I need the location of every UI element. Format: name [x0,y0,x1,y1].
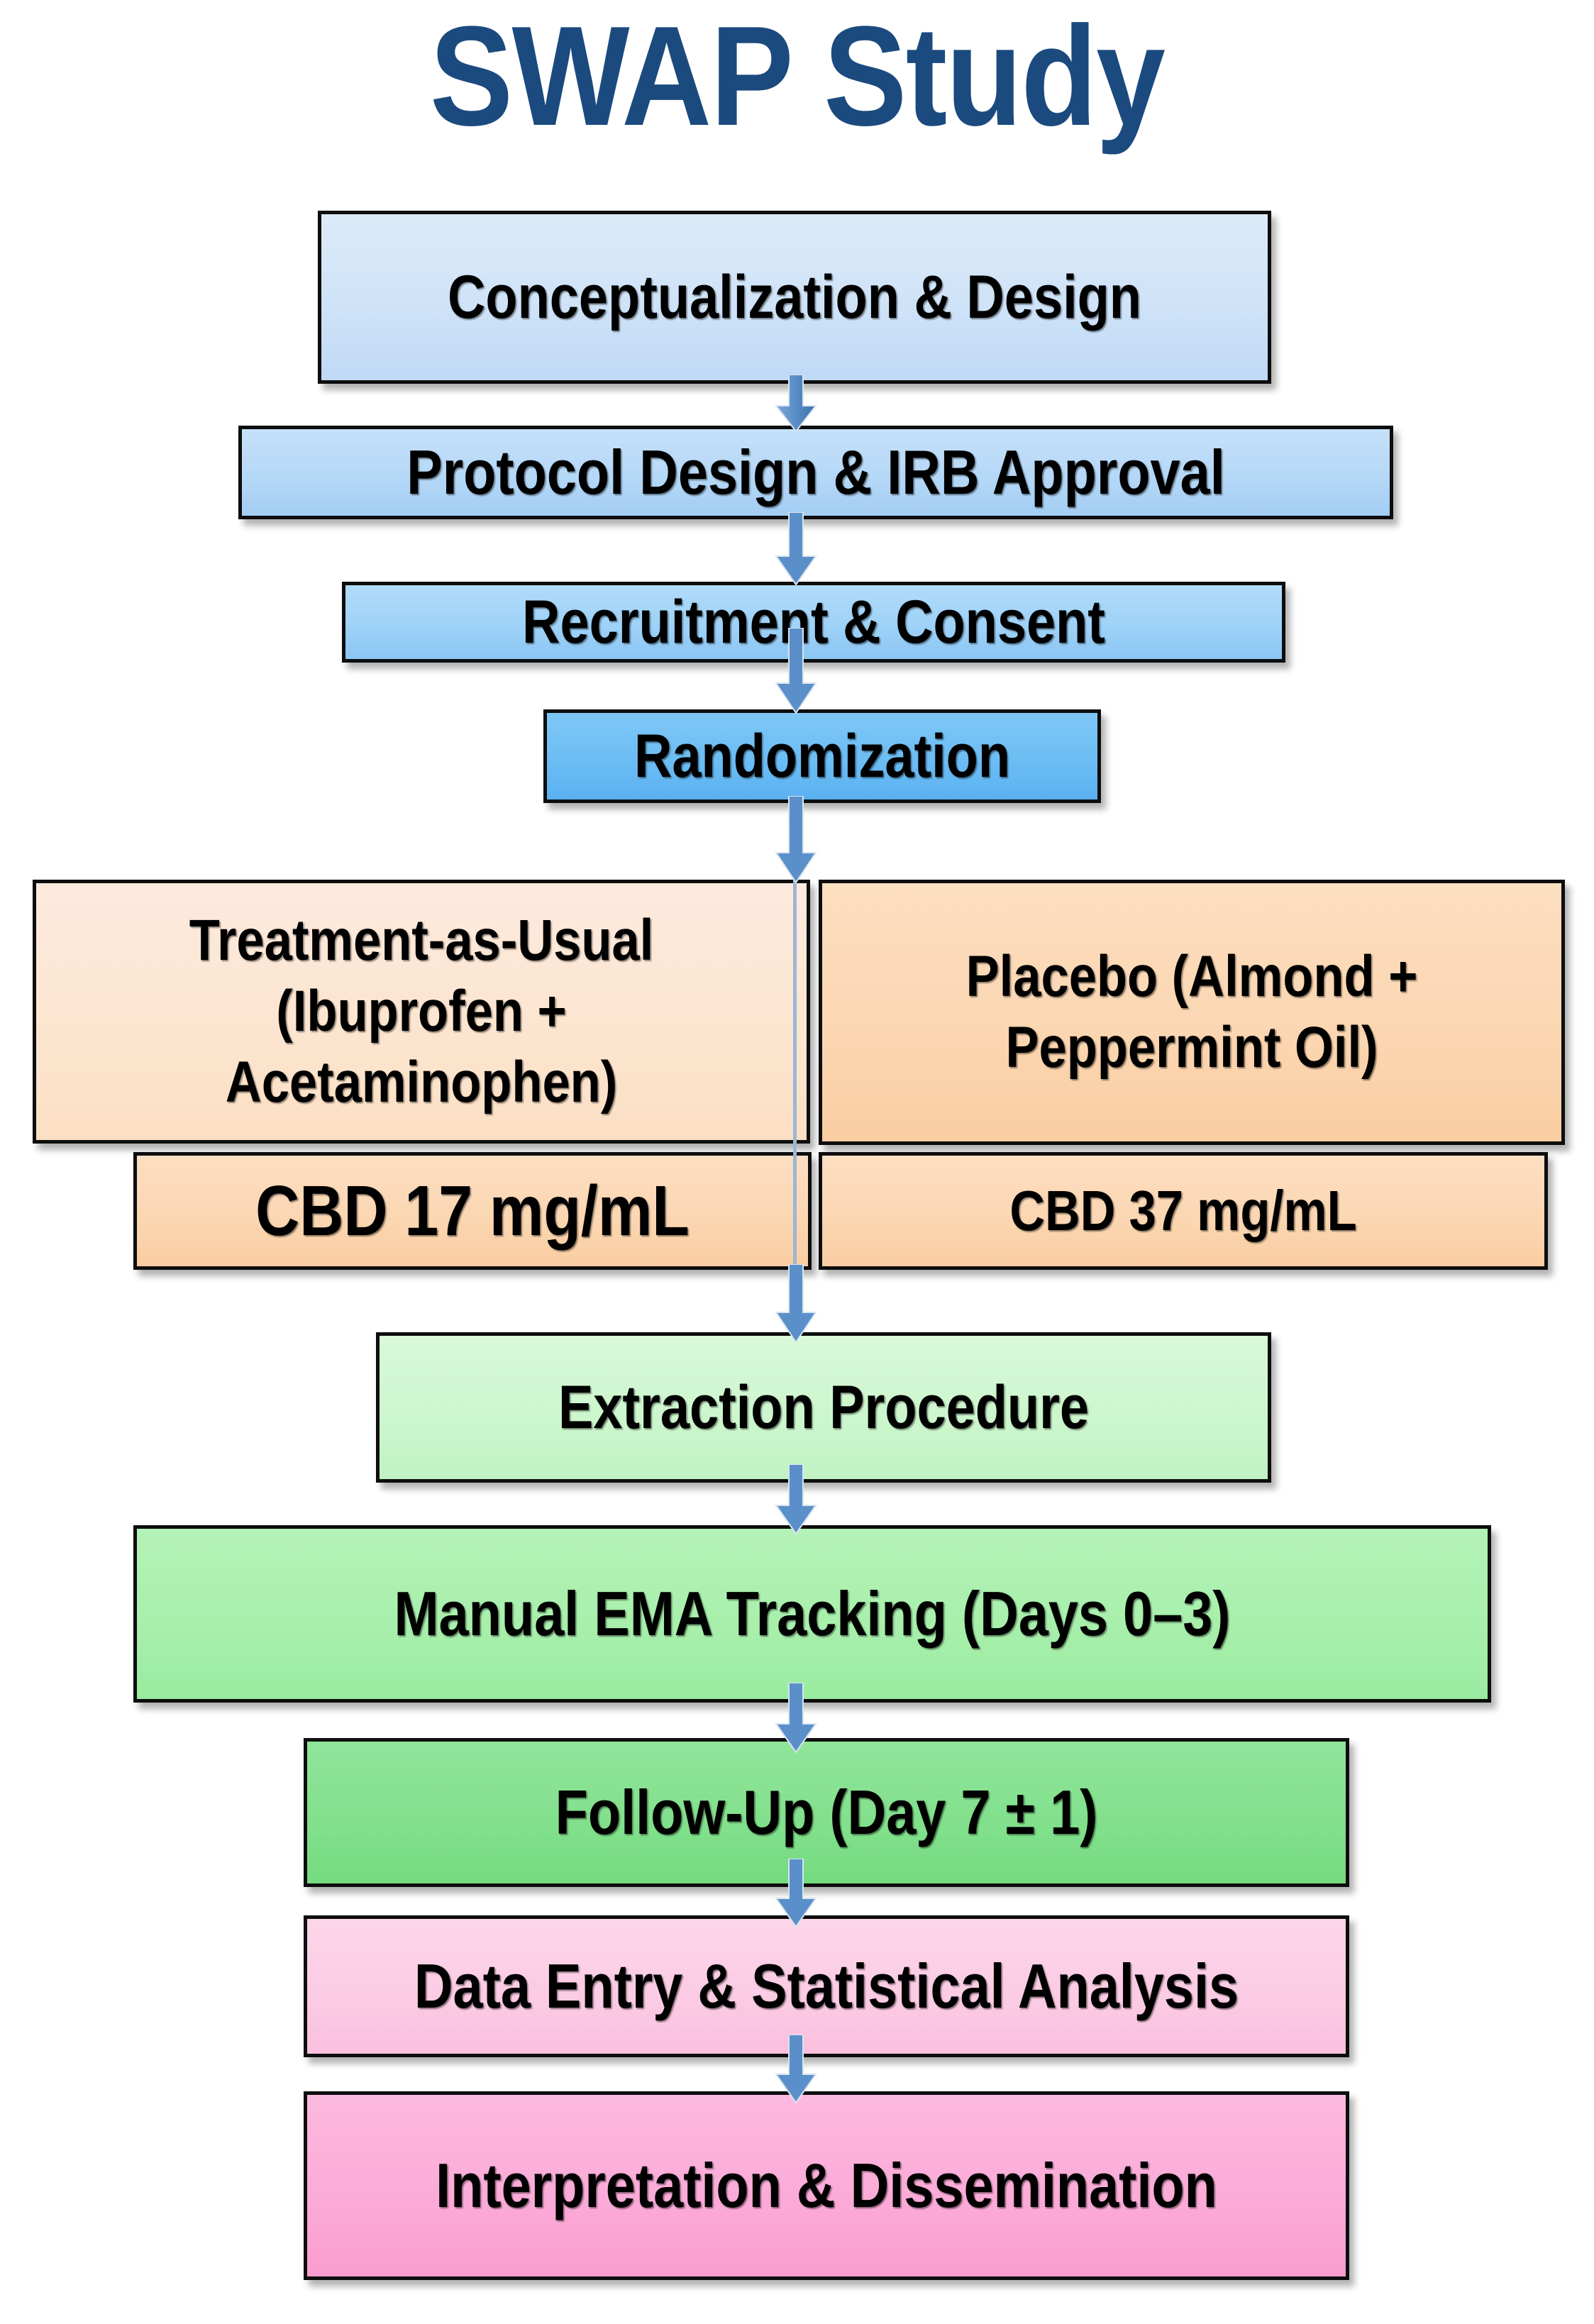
node-protocol[interactable]: Protocol Design & IRB Approval [238,426,1393,519]
node-followup[interactable]: Follow-Up (Day 7 ± 1) [304,1738,1349,1887]
node-interpretation-label: Interpretation & Dissemination [436,2150,1217,2221]
arrow-extraction-to-ema [773,1464,819,1535]
node-cbd-37[interactable]: CBD 37 mg/mL [819,1152,1548,1270]
arrow-ema-to-followup [773,1683,819,1754]
node-randomization-label: Randomization [633,721,1011,790]
node-cbd-17[interactable]: CBD 17 mg/mL [133,1152,812,1270]
node-conceptualization-label: Conceptualization & Design [447,262,1141,331]
node-extraction[interactable]: Extraction Procedure [376,1332,1271,1483]
node-recruitment[interactable]: Recruitment & Consent [342,582,1285,663]
node-protocol-label: Protocol Design & IRB Approval [406,437,1225,508]
arrow-followup-to-analysis [773,1859,819,1928]
node-placebo[interactable]: Placebo (Almond + Peppermint Oil) [819,880,1565,1145]
arm-split-spine [793,880,797,1277]
node-ema-tracking-label: Manual EMA Tracking (Days 0–3) [394,1578,1231,1649]
arrow-randomization-to-arms [773,796,819,884]
node-randomization[interactable]: Randomization [543,709,1101,803]
node-analysis[interactable]: Data Entry & Statistical Analysis [304,1915,1349,2057]
node-cbd-37-label: CBD 37 mg/mL [1009,1179,1357,1243]
arrow-analysis-to-interpretation [773,2035,819,2104]
node-treatment-as-usual[interactable]: Treatment-as-Usual (Ibuprofen + Acetamin… [33,880,810,1144]
node-interpretation[interactable]: Interpretation & Dissemination [304,2091,1349,2280]
node-conceptualization[interactable]: Conceptualization & Design [318,211,1271,384]
page-title: SWAP Study [429,0,1166,155]
node-extraction-label: Extraction Procedure [558,1373,1090,1442]
node-cbd-17-label: CBD 17 mg/mL [255,1171,690,1251]
arrow-arms-to-extraction [773,1264,819,1344]
node-treatment-as-usual-label: Treatment-as-Usual (Ibuprofen + Acetamin… [189,907,654,1115]
arrow-recruitment-to-randomization [773,628,819,714]
node-analysis-label: Data Entry & Statistical Analysis [414,1951,1239,2022]
node-recruitment-label: Recruitment & Consent [522,587,1105,656]
arrow-conceptualization-to-protocol [773,375,819,433]
node-followup-label: Follow-Up (Day 7 ± 1) [555,1777,1098,1848]
node-placebo-label: Placebo (Almond + Peppermint Oil) [965,944,1418,1080]
node-ema-tracking[interactable]: Manual EMA Tracking (Days 0–3) [133,1525,1491,1703]
arrow-protocol-to-recruitment [773,512,819,586]
